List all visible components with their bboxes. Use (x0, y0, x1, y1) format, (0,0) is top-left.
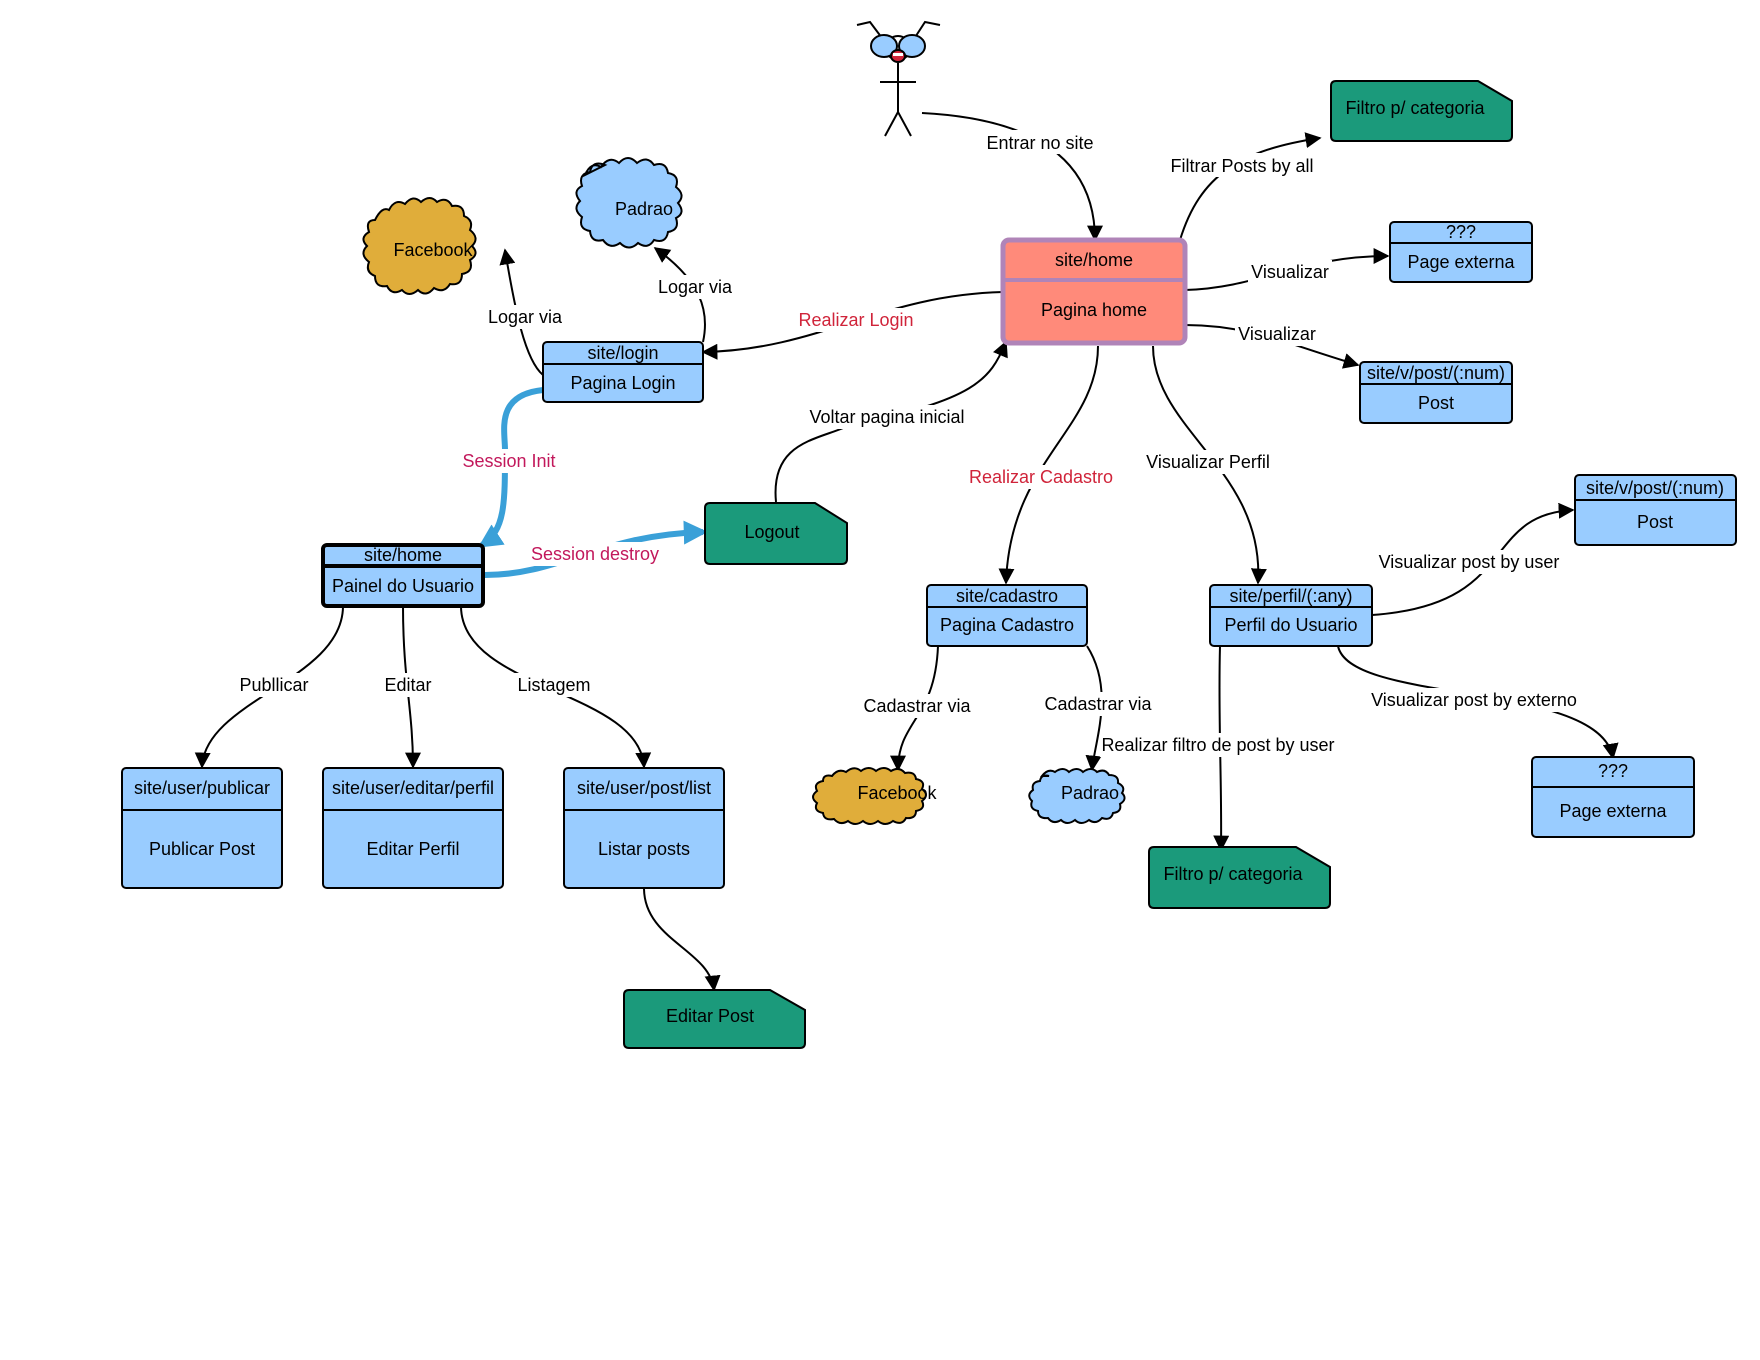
note-editar-post[interactable]: Editar Post (623, 989, 806, 1049)
note-filtro-1-text: Filtro p/ categoria (1345, 98, 1485, 118)
node-editar-route: site/user/editar/perfil (332, 778, 494, 798)
note-editar-post-text: Editar Post (666, 1006, 754, 1026)
node-publicar-title: Publicar Post (149, 839, 255, 859)
note-logout-text: Logout (744, 522, 799, 542)
label-filtrar: Filtrar Posts by all (1170, 156, 1313, 176)
node-publicar[interactable]: site/user/publicar Publicar Post (121, 767, 283, 889)
node-listar-posts[interactable]: site/user/post/list Listar posts (563, 767, 725, 889)
node-perfil-route: site/perfil/(:any) (1229, 586, 1352, 606)
label-session-destroy: Session destroy (531, 544, 659, 564)
burst-padrao2-text: Padrao (1061, 783, 1119, 803)
node-listar-title: Listar posts (598, 839, 690, 859)
node-post2-route: site/v/post/(:num) (1586, 478, 1724, 498)
label-voltar: Voltar pagina inicial (809, 407, 964, 427)
node-home-title: Pagina home (1041, 300, 1147, 320)
note-filtro-1[interactable]: Filtro p/ categoria (1330, 80, 1513, 142)
node-cadastro-route: site/cadastro (956, 586, 1058, 606)
node-publicar-route: site/user/publicar (134, 778, 270, 798)
label-visualizar-perfil: Visualizar Perfil (1146, 452, 1270, 472)
label-logar-via2: Logar via (658, 277, 733, 297)
node-login-title: Pagina Login (570, 373, 675, 393)
node-painel-route: site/home (364, 545, 442, 565)
node-post-2[interactable]: site/v/post/(:num) Post (1574, 474, 1737, 546)
node-page-externa-1[interactable]: ??? Page externa (1389, 221, 1533, 283)
note-filtro-2[interactable]: Filtro p/ categoria (1148, 846, 1331, 909)
label-entrar: Entrar no site (986, 133, 1093, 153)
burst-padrao-1[interactable]: Padrao (575, 157, 683, 249)
burst-padrao1-text: Padrao (615, 199, 673, 219)
node-ext1-route: ??? (1446, 222, 1476, 242)
node-post-1[interactable]: site/v/post/(:num) Post (1359, 361, 1513, 424)
node-ext1-title: Page externa (1407, 252, 1515, 272)
node-ext2-title: Page externa (1559, 801, 1667, 821)
node-cadastro-title: Pagina Cadastro (940, 615, 1074, 635)
node-listar-route: site/user/post/list (577, 778, 711, 798)
node-post2-title: Post (1637, 512, 1673, 532)
node-painel-title: Painel do Usuario (332, 576, 474, 596)
note-filtro-2-text: Filtro p/ categoria (1163, 864, 1303, 884)
node-post1-route: site/v/post/(:num) (1367, 363, 1505, 383)
label-publicar: Publlicar (239, 675, 308, 695)
label-logar-via1: Logar via (488, 307, 563, 327)
burst-facebook-2[interactable]: Facebook (812, 767, 938, 825)
node-post1-title: Post (1418, 393, 1454, 413)
node-cadastro[interactable]: site/cadastro Pagina Cadastro (926, 584, 1088, 647)
edge-logar-via1 (499, 248, 544, 376)
node-login-route: site/login (587, 343, 658, 363)
node-perfil-title: Perfil do Usuario (1224, 615, 1357, 635)
label-realizar-cadastro: Realizar Cadastro (969, 467, 1113, 487)
note-logout[interactable]: Logout (704, 502, 848, 565)
label-filtro-by-user: Realizar filtro de post by user (1101, 735, 1334, 755)
edge-labels: Entrar no site Filtrar Posts by all Visu… (235, 130, 1580, 757)
stick-figure-with-glasses-icon (856, 20, 941, 137)
label-post-by-user: Visualizar post by user (1379, 552, 1560, 572)
burst-padrao-2[interactable]: Padrao (1028, 768, 1126, 824)
label-listagem: Listagem (517, 675, 590, 695)
node-editar-title: Editar Perfil (366, 839, 459, 859)
edge-realizar-cadastro (998, 345, 1099, 585)
label-cadastrar-via1: Cadastrar via (863, 696, 971, 716)
label-visualizar1: Visualizar (1251, 262, 1329, 282)
label-session-init: Session Init (462, 451, 555, 471)
node-home[interactable]: site/home Pagina home (1000, 237, 1188, 346)
edge-listar-editar (643, 887, 721, 992)
node-login[interactable]: site/login Pagina Login (542, 341, 704, 403)
label-visualizar2: Visualizar (1238, 324, 1316, 344)
node-editar-perfil[interactable]: site/user/editar/perfil Editar Perfil (322, 767, 504, 889)
burst-facebook-1[interactable]: Facebook (362, 197, 477, 295)
node-perfil[interactable]: site/perfil/(:any) Perfil do Usuario (1209, 584, 1373, 647)
label-cadastrar-via2: Cadastrar via (1044, 694, 1152, 714)
node-page-externa-2[interactable]: ??? Page externa (1531, 756, 1695, 838)
node-painel[interactable]: site/home Painel do Usuario (321, 543, 485, 608)
label-realizar-login: Realizar Login (798, 310, 913, 330)
label-editar: Editar (384, 675, 431, 695)
node-ext2-route: ??? (1598, 761, 1628, 781)
node-home-route: site/home (1055, 250, 1133, 270)
burst-fb1-text: Facebook (393, 240, 473, 260)
label-post-by-externo: Visualizar post by externo (1371, 690, 1577, 710)
burst-fb2-text: Facebook (857, 783, 937, 803)
